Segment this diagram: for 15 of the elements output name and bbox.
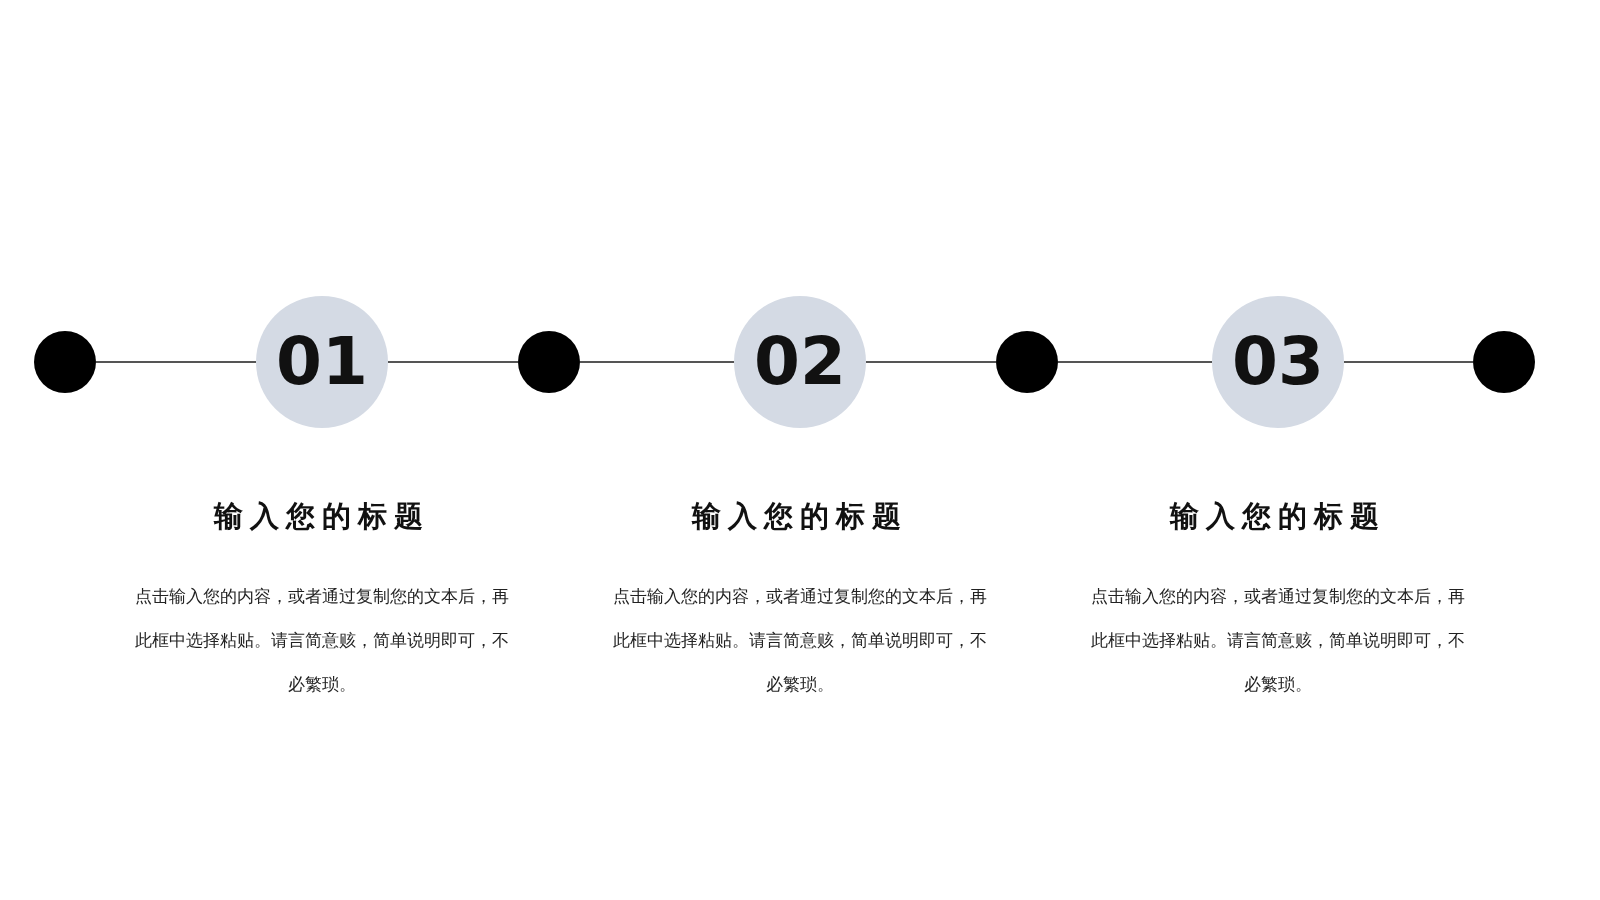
connector-line <box>865 361 997 363</box>
step-number: 02 <box>754 329 846 395</box>
step-heading: 输入您的标题 <box>690 498 909 535</box>
step-number: 01 <box>276 329 368 395</box>
step-heading: 输入您的标题 <box>1168 498 1387 535</box>
step-description: 点击输入您的内容，或者通过复制您的文本后，再此框中选择粘贴。请言简意赅，简单说明即可，不必繁琐。 <box>612 585 988 696</box>
connector-line <box>579 361 735 363</box>
connector-line <box>95 361 257 363</box>
connector-line <box>387 361 519 363</box>
step-description: 点击输入您的内容，或者通过复制您的文本后，再此框中选择粘贴。请言简意赅，简单说明即可，不必繁琐。 <box>1090 585 1466 696</box>
step-heading: 输入您的标题 <box>212 498 431 535</box>
step-number: 03 <box>1232 329 1324 395</box>
connector-line <box>1343 361 1474 363</box>
step-description: 点击输入您的内容，或者通过复制您的文本后，再此框中选择粘贴。请言简意赅，简单说明即可，不必繁琐。 <box>134 585 510 696</box>
connector-line <box>1057 361 1213 363</box>
